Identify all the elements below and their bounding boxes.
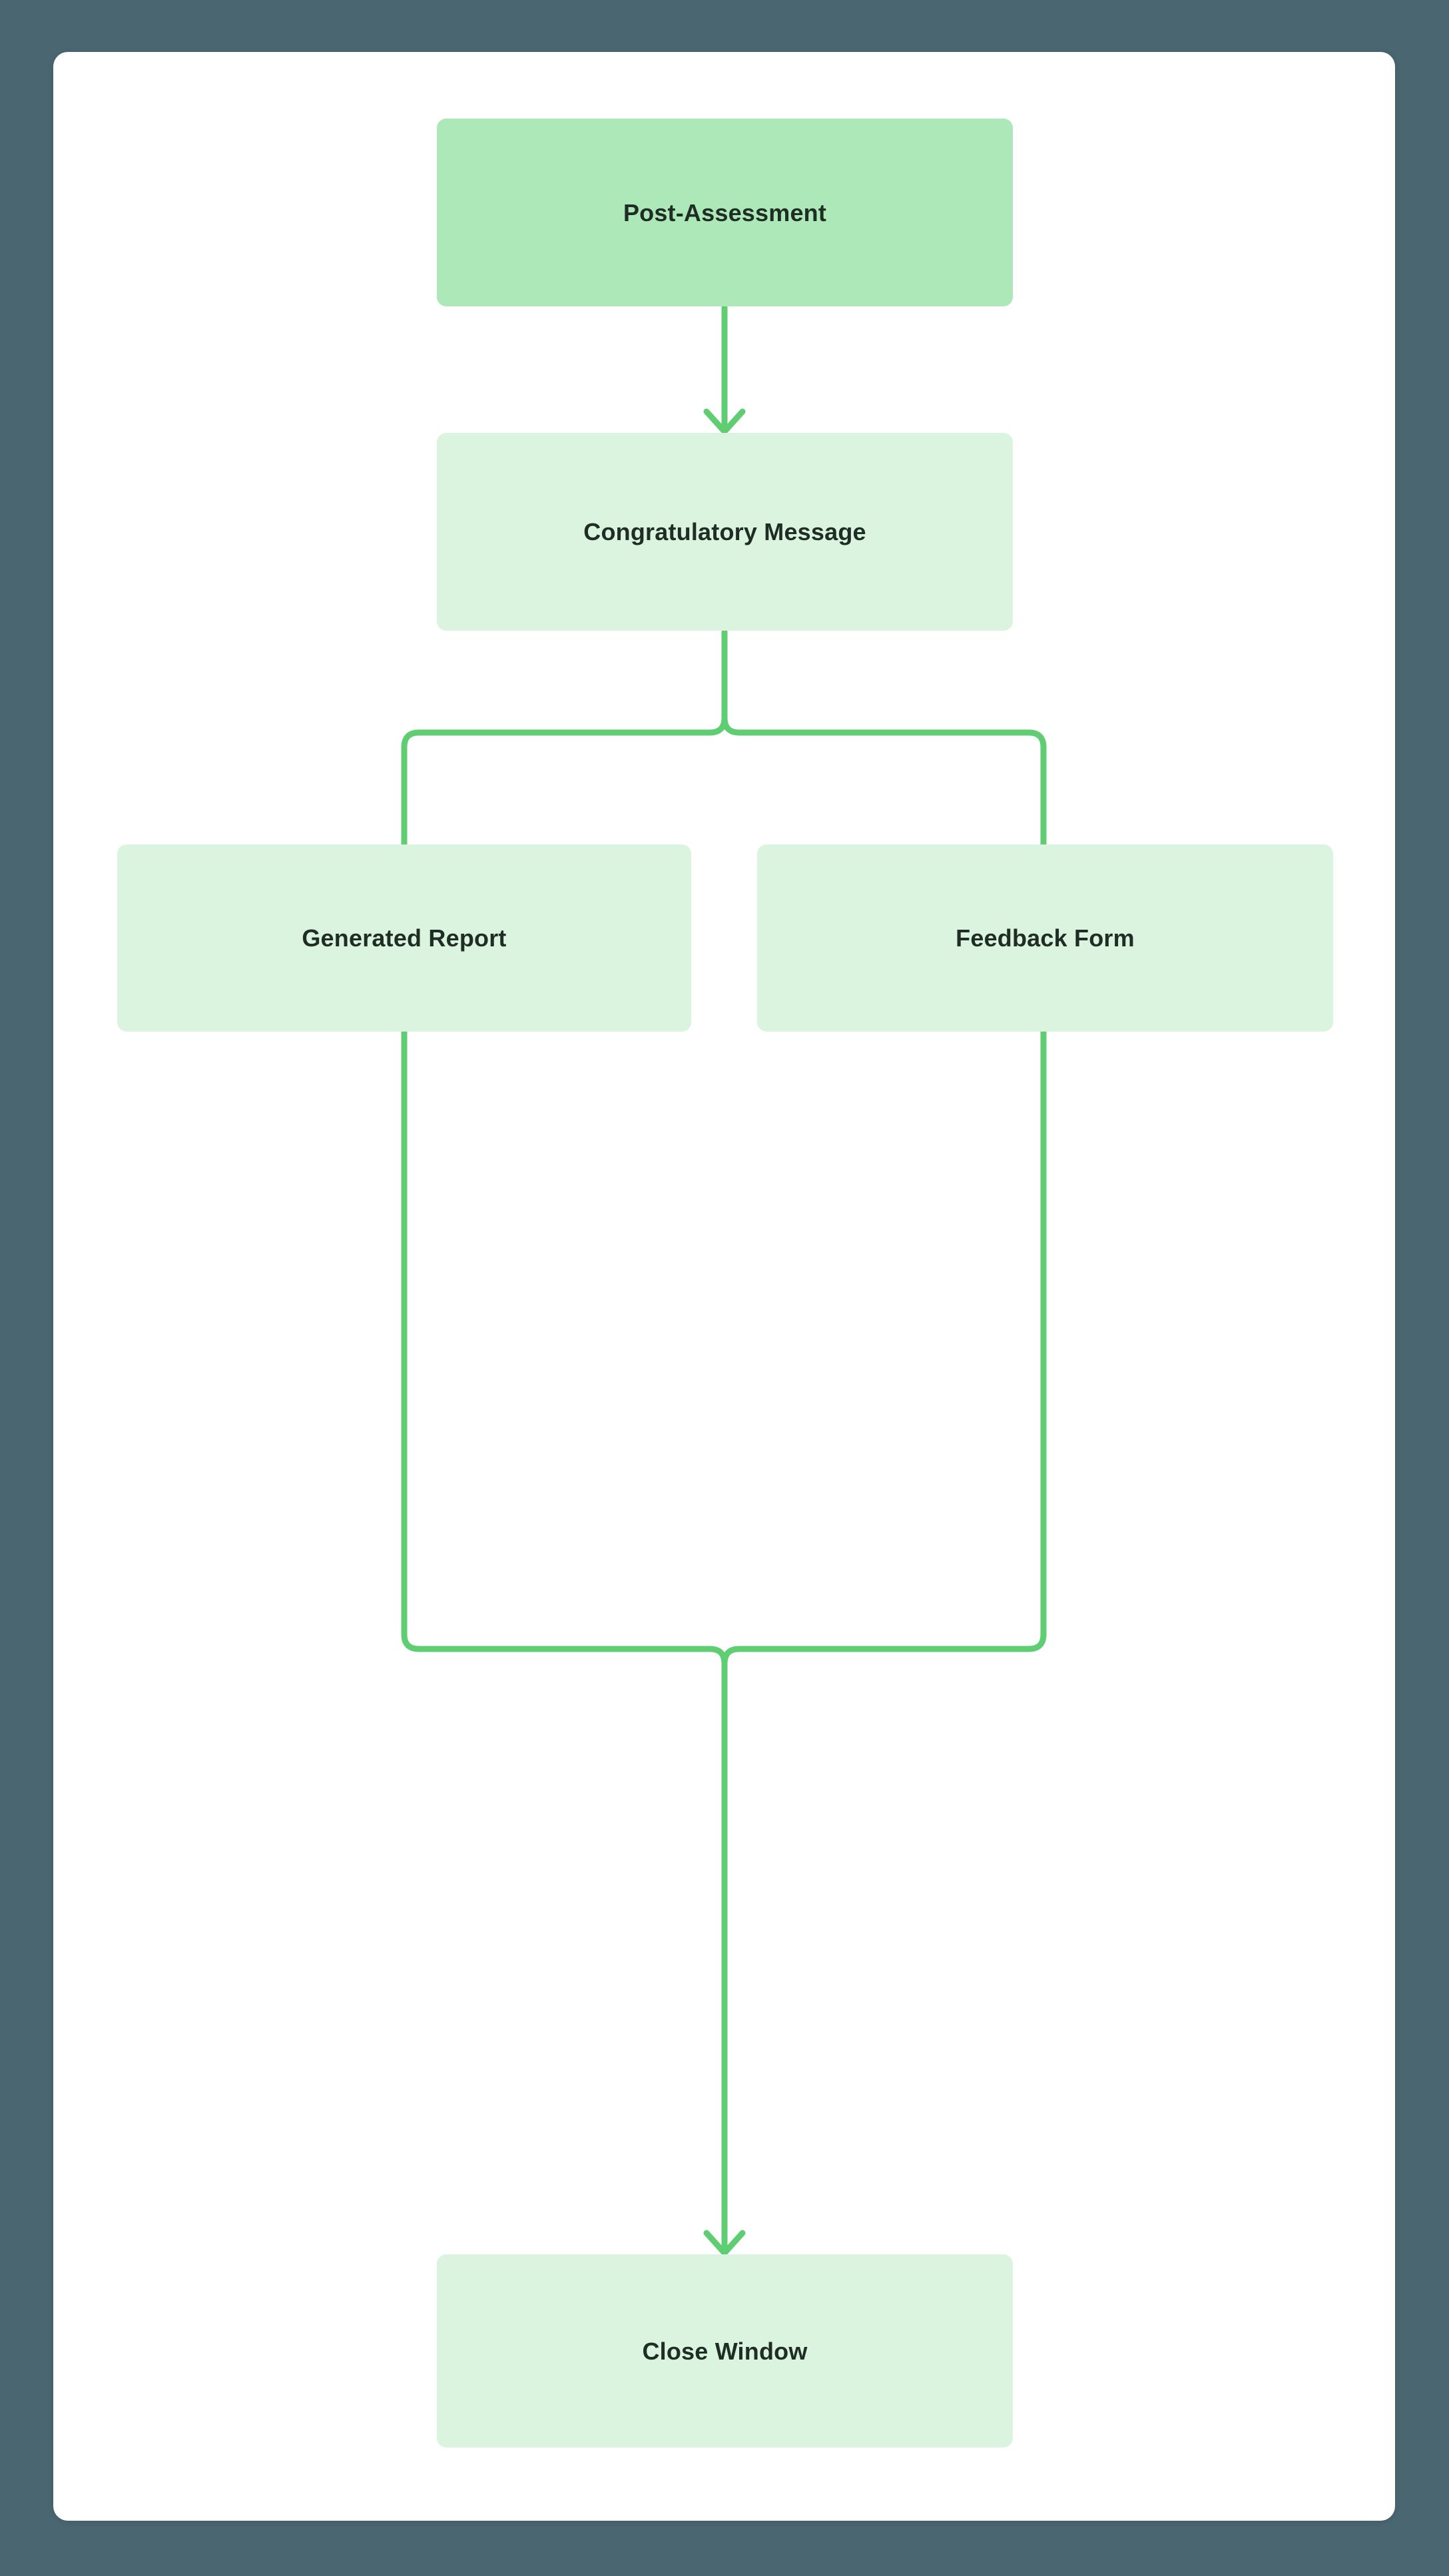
node-feedback-form[interactable]: Feedback Form xyxy=(757,844,1333,1032)
node-congratulatory-message[interactable]: Congratulatory Message xyxy=(437,433,1013,631)
node-congratulatory-message-label: Congratulatory Message xyxy=(583,518,866,545)
node-post-assessment[interactable]: Post-Assessment xyxy=(437,119,1013,306)
node-generated-report[interactable]: Generated Report xyxy=(117,844,691,1032)
node-generated-report-label: Generated Report xyxy=(302,924,507,952)
node-feedback-form-label: Feedback Form xyxy=(956,924,1135,952)
node-close-window[interactable]: Close Window xyxy=(437,2254,1013,2447)
node-close-window-label: Close Window xyxy=(642,2337,808,2365)
diagram-card xyxy=(53,52,1395,2521)
node-post-assessment-label: Post-Assessment xyxy=(623,198,827,226)
